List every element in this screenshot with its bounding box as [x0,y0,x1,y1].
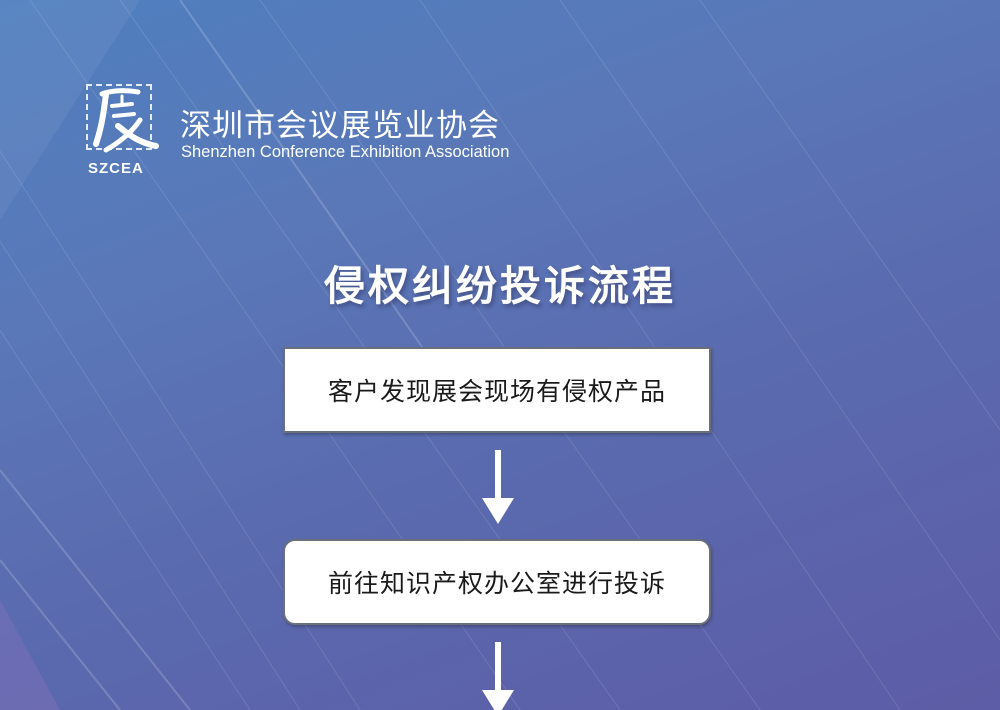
flow-step-discover-infringement: 客户发现展会现场有侵权产品 [283,347,711,433]
organization-name-cn: 深圳市会议展览业协会 [180,108,500,144]
flow-step-file-complaint: 前往知识产权办公室进行投诉 [283,539,711,625]
logo-abbreviation: SZCEA [88,160,144,177]
down-arrow-icon [482,450,514,524]
szcea-logo: SZCEA [82,80,168,180]
down-arrow-icon [482,642,514,710]
logo-dashed-frame [86,84,152,150]
organization-name-en: Shenzhen Conference Exhibition Associati… [181,143,510,161]
page-title: 侵权纠纷投诉流程 [324,262,676,310]
logo-calligraphy-mark [93,88,159,153]
